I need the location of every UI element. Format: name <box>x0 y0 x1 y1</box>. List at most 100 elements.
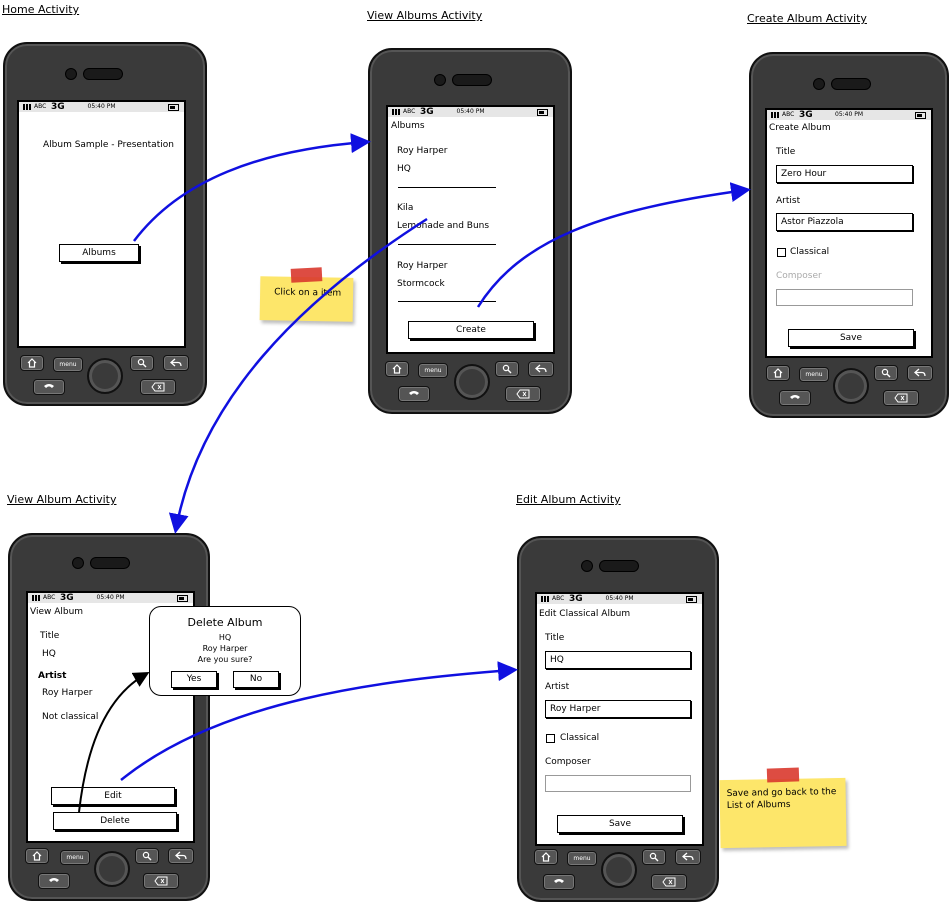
sticky-note-save-back: Save and go back to the List of Albums <box>719 777 847 849</box>
screen-title: Albums <box>391 121 425 131</box>
delete-key-icon[interactable] <box>651 874 687 890</box>
artist-field[interactable]: Roy Harper <box>545 700 691 718</box>
home-key-icon[interactable] <box>534 849 558 865</box>
phone-edit-album: ABC 3G 05:40 PM Edit Classical Album Tit… <box>517 536 719 902</box>
menu-key[interactable]: menu <box>567 851 597 866</box>
title-field[interactable]: HQ <box>545 651 691 669</box>
delete-key-icon[interactable] <box>140 379 176 395</box>
camera <box>813 78 825 90</box>
screen-title: View Album <box>30 607 84 617</box>
status-bar: ABC 3G 05:40 PM <box>388 107 553 117</box>
dialog-line-artist: Roy Harper <box>202 644 248 653</box>
home-key-icon[interactable] <box>25 848 49 864</box>
list-item-album: HQ <box>397 164 411 174</box>
status-time: 05:40 PM <box>87 103 116 110</box>
artist-field[interactable]: Astor Piazzola <box>776 213 913 231</box>
status-bar: ABC 3G 05:40 PM <box>767 110 931 120</box>
status-time: 05:40 PM <box>456 108 485 115</box>
call-key-icon[interactable] <box>38 873 70 889</box>
carrier-label: ABC <box>782 111 795 118</box>
home-key-icon[interactable] <box>766 365 790 381</box>
screen-create-album: ABC 3G 05:40 PM Create Album Title Zero … <box>765 108 933 358</box>
trackball-icon[interactable] <box>94 851 130 887</box>
search-key-icon[interactable] <box>495 361 519 377</box>
screen-home: ABC 3G 05:40 PM Album Sample - Presentat… <box>17 100 186 348</box>
speaker <box>83 68 123 80</box>
menu-key[interactable]: menu <box>418 363 448 378</box>
home-key-icon[interactable] <box>20 355 44 371</box>
carrier-label: ABC <box>43 594 56 601</box>
carrier-label: ABC <box>34 103 47 110</box>
status-time: 05:40 PM <box>605 595 634 602</box>
call-key-icon[interactable] <box>779 390 811 406</box>
delete-dialog: Delete Album HQ Roy Harper Are you sure?… <box>149 606 301 696</box>
save-button[interactable]: Save <box>557 815 683 833</box>
status-time: 05:40 PM <box>96 594 125 601</box>
carrier-label: ABC <box>403 108 416 115</box>
list-item-artist: Roy Harper <box>397 261 448 271</box>
note-text: Save and go back to the List of Albums <box>726 787 837 811</box>
no-button[interactable]: No <box>233 671 279 688</box>
phone-view-albums: ABC 3G 05:40 PM Albums Roy Harper HQ Kil… <box>368 48 572 414</box>
back-key-icon[interactable] <box>528 361 554 377</box>
trackball-icon[interactable] <box>601 852 637 888</box>
menu-key[interactable]: menu <box>53 357 83 372</box>
status-time: 05:40 PM <box>835 111 863 118</box>
status-bar: ABC 3G 05:40 PM <box>28 593 193 603</box>
carrier-label: ABC <box>552 595 565 602</box>
phone-home: ABC 3G 05:40 PM Album Sample - Presentat… <box>3 42 207 406</box>
composer-field[interactable] <box>545 775 691 792</box>
camera <box>72 557 84 569</box>
note-text: Click on a item <box>274 287 342 299</box>
classical-status: Not classical <box>42 712 99 722</box>
artist-label: Artist <box>38 671 67 681</box>
back-key-icon[interactable] <box>675 849 701 865</box>
albums-button[interactable]: Albums <box>59 244 139 262</box>
search-key-icon[interactable] <box>874 365 898 381</box>
signal-icon <box>23 104 32 110</box>
call-key-icon[interactable] <box>33 379 65 395</box>
classical-label: Classical <box>560 733 600 743</box>
title-field[interactable]: Zero Hour <box>776 165 913 183</box>
edit-button[interactable]: Edit <box>51 787 175 805</box>
back-key-icon[interactable] <box>907 365 933 381</box>
menu-key[interactable]: menu <box>799 367 829 382</box>
list-divider <box>398 244 496 245</box>
delete-key-icon[interactable] <box>883 390 919 406</box>
create-button[interactable]: Create <box>408 321 534 339</box>
list-item-artist: Roy Harper <box>397 146 448 156</box>
heading-create-album-activity: Create Album Activity <box>747 12 867 25</box>
trackball-icon[interactable] <box>454 364 490 400</box>
search-key-icon[interactable] <box>135 848 159 864</box>
save-button[interactable]: Save <box>788 329 914 347</box>
dialog-line-confirm: Are you sure? <box>197 655 253 664</box>
list-item-album: Lemonade and Buns <box>397 221 490 231</box>
status-bar: ABC 3G 05:40 PM <box>19 102 184 112</box>
menu-key[interactable]: menu <box>60 850 90 865</box>
artist-value: Roy Harper <box>42 688 93 698</box>
delete-key-icon[interactable] <box>143 873 179 889</box>
trackball-icon[interactable] <box>833 368 869 404</box>
network-label: 3G <box>569 594 583 604</box>
battery-icon <box>168 104 179 111</box>
classical-checkbox[interactable] <box>546 734 555 743</box>
network-label: 3G <box>420 107 434 117</box>
heading-view-album-activity: View Album Activity <box>7 493 117 506</box>
classical-checkbox[interactable] <box>777 248 786 257</box>
delete-key-icon[interactable] <box>505 386 541 402</box>
screen-view-albums: ABC 3G 05:40 PM Albums Roy Harper HQ Kil… <box>386 105 555 354</box>
search-key-icon[interactable] <box>642 849 666 865</box>
back-key-icon[interactable] <box>163 355 189 371</box>
call-key-icon[interactable] <box>398 386 430 402</box>
delete-button[interactable]: Delete <box>53 812 177 830</box>
battery-icon <box>915 112 926 119</box>
back-key-icon[interactable] <box>168 848 194 864</box>
composer-field[interactable] <box>776 289 913 306</box>
phone-view-album: ABC 3G 05:40 PM View Album Title HQ Arti… <box>8 533 210 901</box>
signal-icon <box>771 112 780 118</box>
search-key-icon[interactable] <box>130 355 154 371</box>
yes-button[interactable]: Yes <box>171 671 217 688</box>
home-key-icon[interactable] <box>385 361 409 377</box>
trackball-icon[interactable] <box>87 358 123 394</box>
call-key-icon[interactable] <box>543 874 575 890</box>
